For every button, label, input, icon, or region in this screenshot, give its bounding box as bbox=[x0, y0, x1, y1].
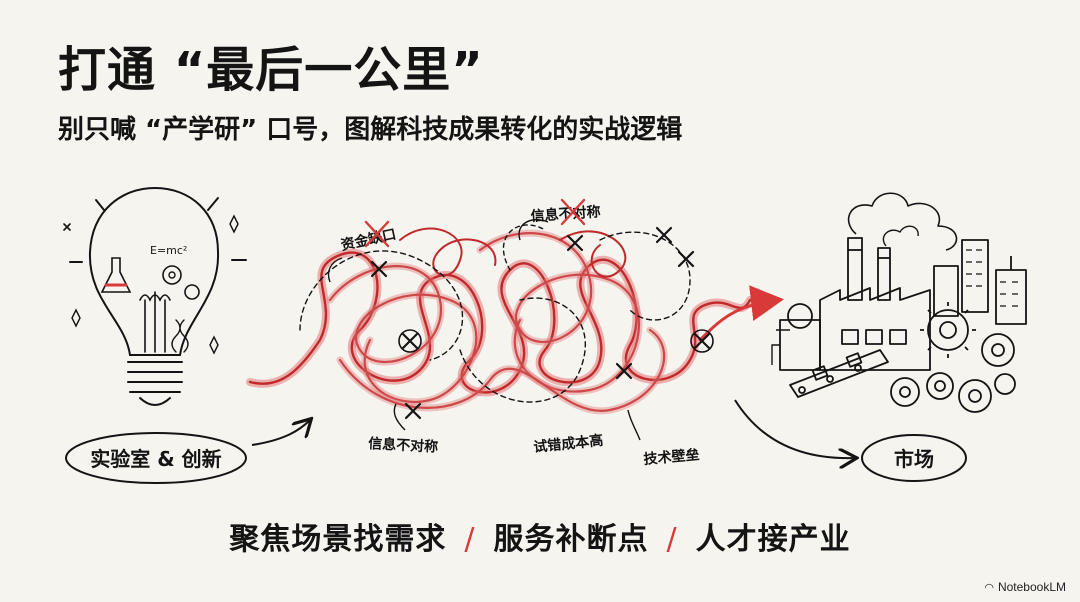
red-strike-marks bbox=[364, 198, 586, 248]
market-arrow bbox=[734, 399, 855, 458]
page-subtitle: 别只喊 “产学研” 口号，图解科技成果转化的实战逻辑 bbox=[58, 115, 683, 145]
bottom-tagline: 聚焦场景找需求 / 服务补断点 / 人才接产业 bbox=[0, 514, 1080, 558]
tagline-part-3: 人才接产业 bbox=[695, 522, 851, 557]
x-mark bbox=[693, 332, 711, 350]
x-mark bbox=[404, 402, 422, 420]
target-label: 市场 bbox=[894, 447, 934, 471]
pointer-lines bbox=[327, 219, 641, 441]
notebooklm-logo: ◠ NotebookLM bbox=[984, 580, 1066, 594]
tagline-separator: / bbox=[464, 522, 476, 557]
tagline-part-2: 服务补断点 bbox=[493, 522, 649, 557]
lightbulb-icon bbox=[63, 186, 247, 406]
x-mark bbox=[401, 332, 419, 350]
x-mark bbox=[370, 260, 388, 278]
tagline-separator: / bbox=[666, 522, 678, 557]
target-oval bbox=[861, 434, 967, 482]
tangled-path bbox=[246, 224, 784, 415]
trial-cost-label: 试错成本高 bbox=[533, 432, 604, 456]
notebooklm-logo-icon: ◠ bbox=[984, 581, 994, 594]
source-label: 实验室 & 创新 bbox=[90, 447, 221, 471]
funding-gap-label: 资金缺口 bbox=[339, 226, 397, 254]
info-asymmetry-top-label: 信息不对称 bbox=[530, 203, 601, 225]
logo-text: NotebookLM bbox=[997, 580, 1066, 594]
x-mark bbox=[615, 362, 633, 380]
blockage-marks bbox=[370, 226, 714, 420]
x-mark bbox=[677, 250, 695, 268]
source-arrow bbox=[251, 420, 310, 446]
x-mark bbox=[566, 234, 584, 252]
tech-barrier-label: 技术壁垒 bbox=[643, 446, 700, 468]
info-asymmetry-bottom-label: 信息不对称 bbox=[368, 435, 439, 456]
page-title: 打通 “最后一公里” bbox=[58, 42, 484, 98]
source-oval bbox=[65, 432, 247, 484]
bulb-formula: E=mc² bbox=[150, 244, 187, 257]
factory-icon bbox=[771, 192, 1027, 413]
x-mark bbox=[655, 226, 673, 244]
tagline-part-1: 聚焦场景找需求 bbox=[229, 522, 447, 557]
